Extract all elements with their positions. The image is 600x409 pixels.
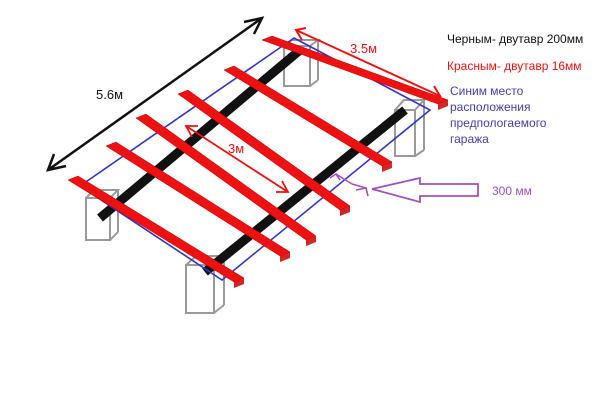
dimension-inner-span [184,125,290,193]
red-beam-3 [177,89,351,211]
garage-outline [78,37,432,281]
legend-blue-3: предпологаемого [450,116,547,130]
dimension-length [46,16,265,172]
dimension-width [294,27,442,97]
inner-span-label: 3м [228,141,244,156]
width-label: 3.5м [350,41,377,56]
offset-marker [329,172,369,197]
offset-label: 300 мм [492,184,532,198]
red-beam-2 [223,65,393,167]
legend-black: Черным- двутавр 200мм [447,32,583,46]
red-beams [67,35,449,283]
pillar-right [394,99,427,157]
length-label: 5.6м [96,87,123,102]
legend-blue-2: расположения [450,100,530,114]
red-beam-6 [67,175,245,283]
offset-arrow [371,176,479,204]
black-beam-front [202,106,408,276]
legend-blue-1: Синим место [450,84,524,98]
legend-blue-4: гаража [450,132,489,146]
legend-red: Красным- двутавр 16мм [447,59,582,73]
